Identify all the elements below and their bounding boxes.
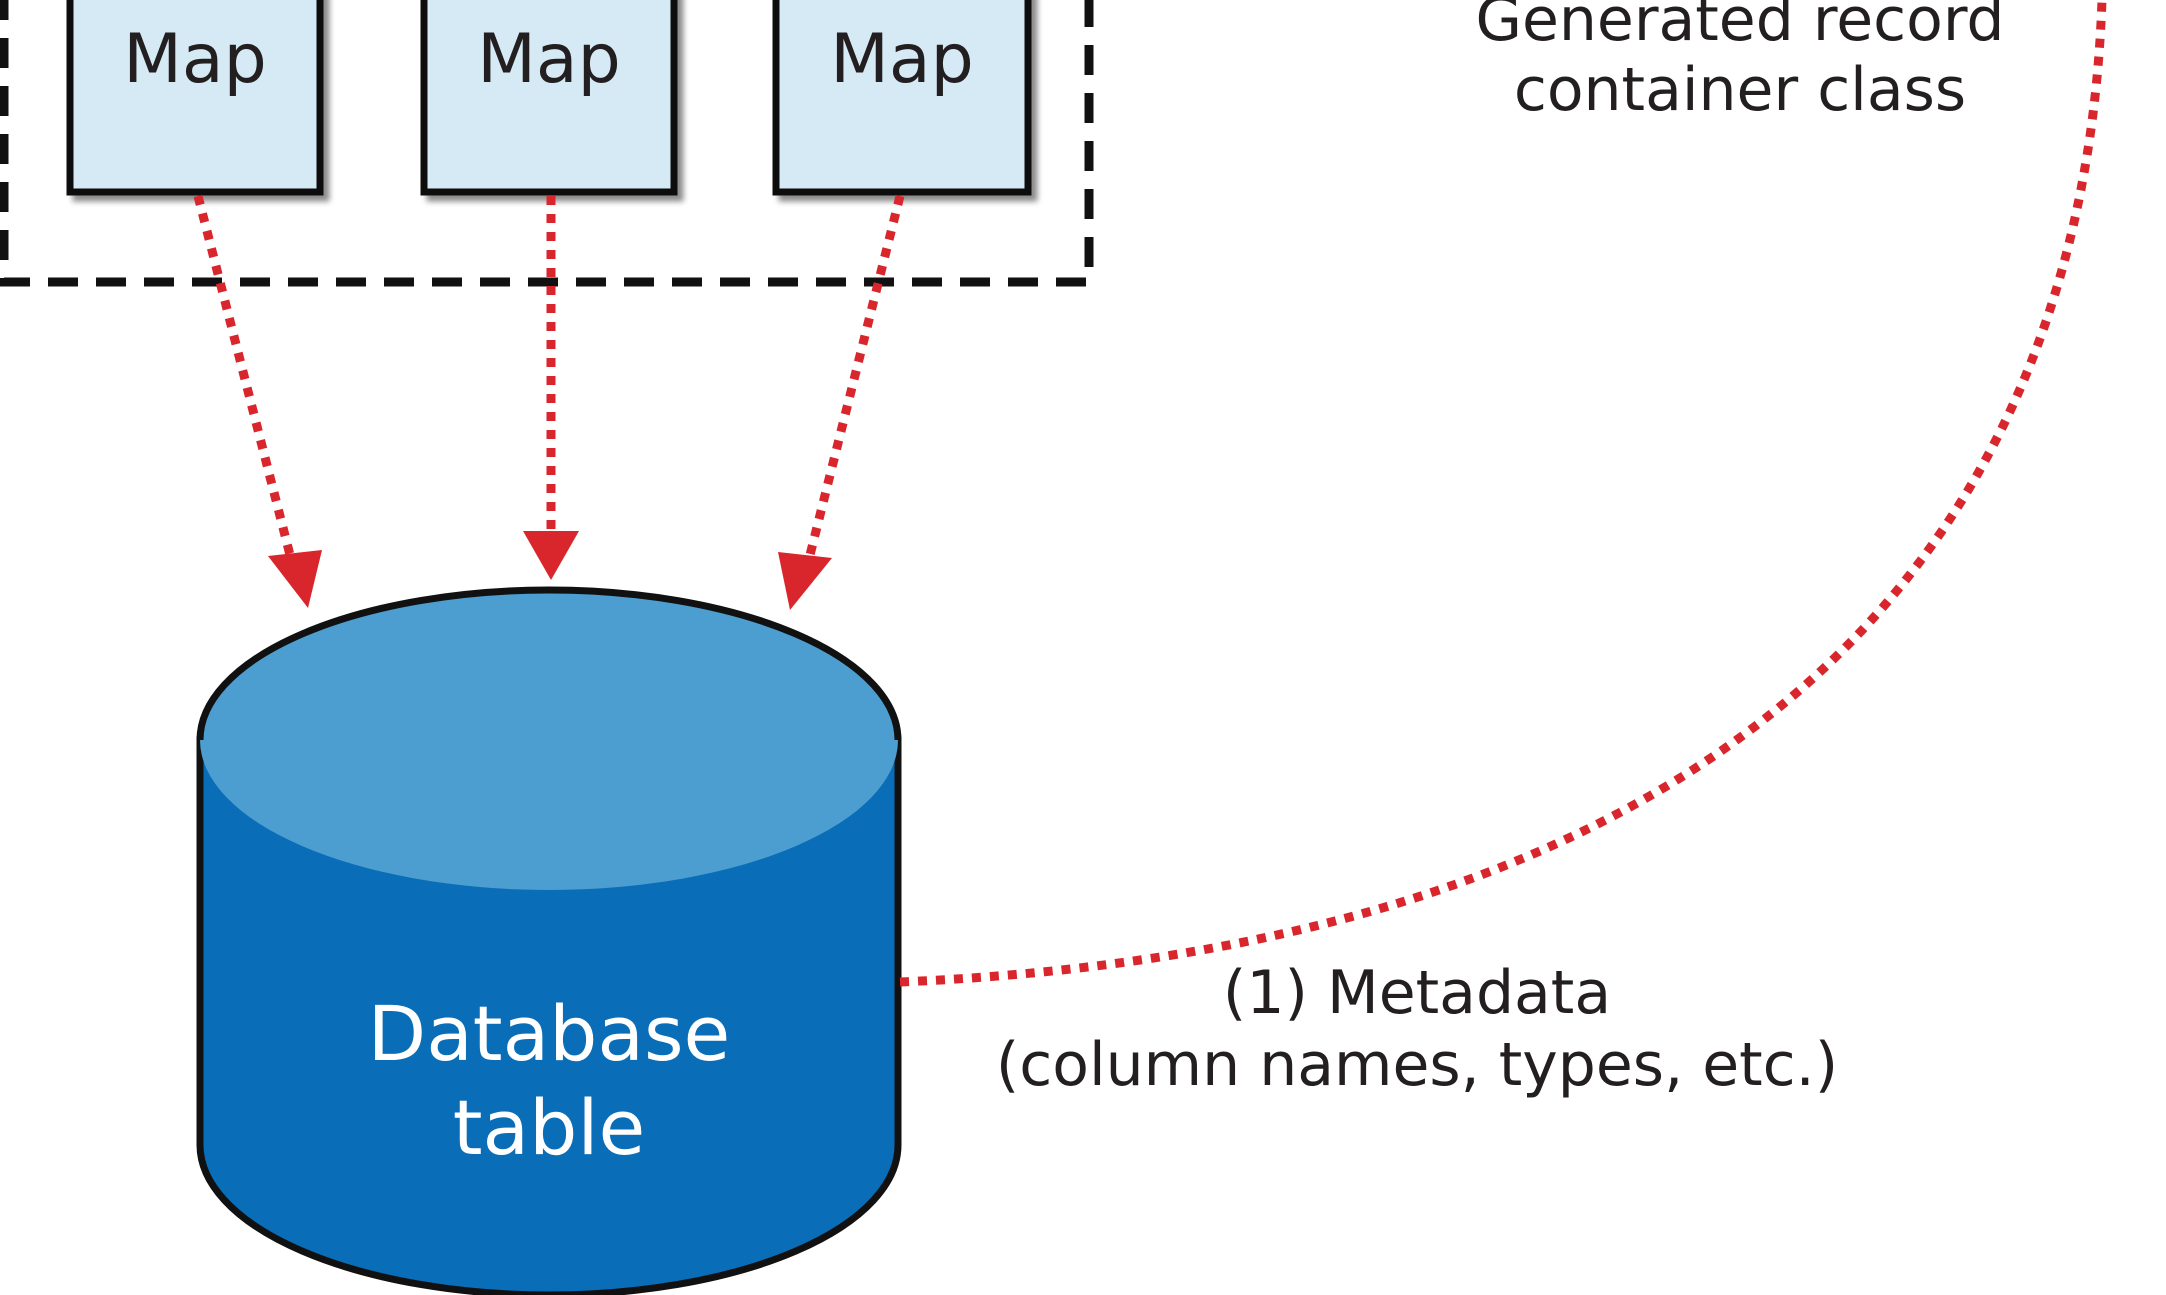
map-box-1: Map: [66, 0, 324, 196]
database-cylinder-top-outline: [196, 586, 902, 741]
generated-record-label: Generated record container class: [1475, 0, 2004, 125]
map-box-2: Map: [420, 0, 678, 196]
generated-record-line1: Generated record: [1475, 0, 2004, 55]
metadata-line2: (column names, types, etc.): [996, 1030, 1838, 1100]
map-box-3-shape: [772, 0, 1032, 196]
map-to-db-arrows: [193, 194, 905, 610]
metadata-label: (1) Metadata (column names, types, etc.): [996, 958, 1838, 1100]
generated-record-line2: container class: [1514, 55, 1966, 125]
database-cylinder: Database table: [196, 586, 902, 1295]
map-box-2-shape: [420, 0, 678, 196]
database-label-line2: table: [453, 1083, 646, 1172]
metadata-line1: (1) Metadata: [1223, 958, 1611, 1028]
map-box-3: Map: [772, 0, 1032, 196]
arrow-line-1: [193, 194, 295, 557]
arrow-head-2: [523, 531, 579, 580]
arrow-head-1: [268, 550, 322, 608]
map-group-dashed-border: [0, 0, 1094, 287]
map-box-1-label: Map: [123, 20, 267, 99]
arrow-line-3: [805, 194, 905, 557]
metadata-curve: [899, 0, 2107, 987]
database-label-line1: Database: [368, 989, 731, 1078]
arrow-head-3: [778, 552, 832, 610]
map-box-2-label: Map: [477, 20, 621, 99]
database-cylinder-top: [200, 590, 898, 890]
map-box-3-label: Map: [830, 20, 974, 99]
map-box-1-shape: [66, 0, 324, 196]
